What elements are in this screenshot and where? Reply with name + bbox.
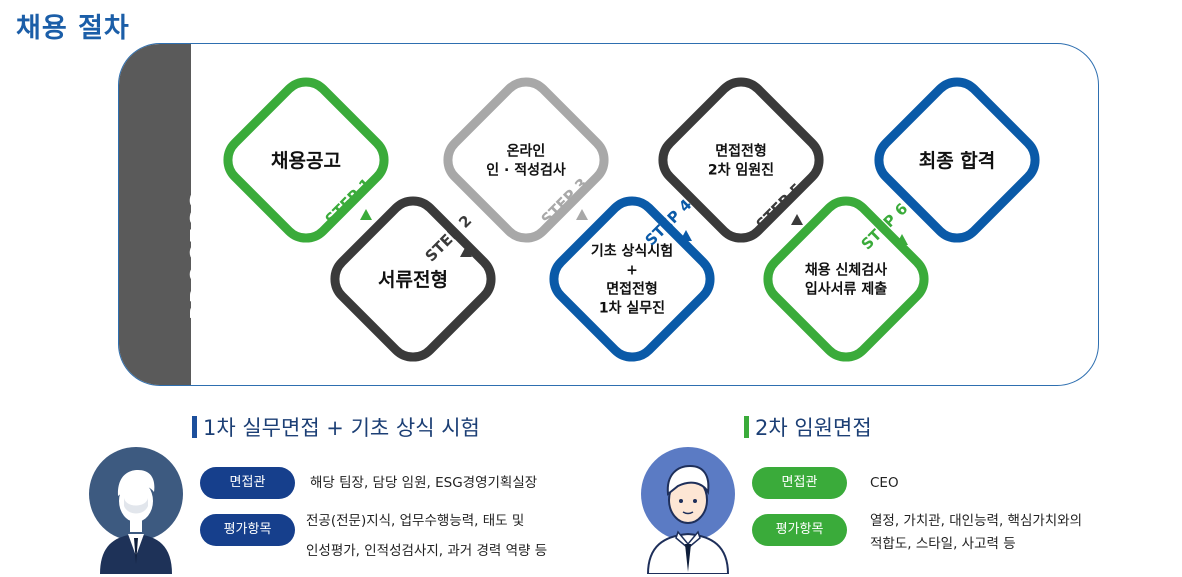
interview2-criteria-line2: 적합도, 스타일, 사고력 등 (870, 536, 1016, 552)
interview2-interviewer-pill: 면접관 (752, 467, 847, 499)
heading-bar (192, 416, 197, 438)
interview2-heading-text: 2차 임원면접 (755, 416, 872, 440)
step-5-arrow-icon (791, 214, 803, 225)
step-5-diamond (658, 77, 824, 243)
page-title: 채용 절차 (16, 13, 130, 44)
step-7-label: 최종 합격 (919, 150, 996, 172)
process-sidebar: PROCESS (119, 44, 216, 385)
interview1-interviewer-pill: 면접관 (200, 467, 295, 499)
step-3-diamond (443, 77, 609, 243)
interviewer2-avatar-icon (641, 447, 735, 574)
step-3-label: 인 · 적성검사 (486, 162, 566, 179)
step-6-arrow-icon (896, 234, 908, 245)
step-2-diamond (330, 196, 496, 362)
interview2-interviewer-value: CEO (870, 475, 899, 491)
interview1-interviewer-value: 해당 팀장, 담당 임원, ESG경영기획실장 (310, 475, 538, 491)
step-6-label: 입사서류 제출 (805, 281, 887, 298)
step-6-diamond (763, 196, 929, 362)
interview1-heading: 1차 실무면접 + 기초 상식 시험 (192, 414, 480, 442)
step-4-label: 기초 상식시험 (591, 243, 673, 260)
step-6-label: 채용 신체검사 (805, 262, 887, 279)
step-1-arrow-icon (360, 209, 372, 220)
interview2-heading: 2차 임원면접 (744, 414, 872, 442)
step-1-label: 채용공고 (271, 150, 341, 172)
step-5-label: 면접전형 (715, 143, 767, 160)
step-4-label: + (626, 263, 638, 279)
interview2-criteria-line1: 열정, 가치관, 대인능력, 핵심가치와의 (870, 513, 1083, 529)
interview1-heading-text: 1차 실무면접 + 기초 상식 시험 (203, 416, 480, 440)
interview1-criteria-pill: 평가항목 (200, 514, 295, 546)
interview2-criteria-pill: 평가항목 (752, 514, 847, 546)
step-4-label: 면접전형 (606, 281, 658, 298)
step-5-label: 2차 임원진 (708, 162, 774, 179)
interview1-criteria-line1: 전공(전문)지식, 업무수행능력, 태도 및 (306, 513, 525, 529)
step-7: 최종 합격 (874, 77, 1040, 243)
interviewer1-avatar-icon (89, 447, 183, 574)
heading-bar (744, 416, 749, 438)
step-4-label: 1차 실무진 (599, 300, 665, 317)
step-4-arrow-icon (680, 230, 692, 241)
step-3-label: 온라인 (507, 143, 546, 160)
step-7-diamond (874, 77, 1040, 243)
step-1-diamond (223, 77, 389, 243)
step-2-label: 서류전형 (378, 269, 448, 291)
interview1-criteria-line2: 인성평가, 인적성검사지, 과거 경력 역량 등 (306, 543, 548, 559)
step-4-diamond (549, 196, 715, 362)
step-2-arrow-icon (460, 246, 472, 257)
step-3-arrow-icon (576, 209, 588, 220)
